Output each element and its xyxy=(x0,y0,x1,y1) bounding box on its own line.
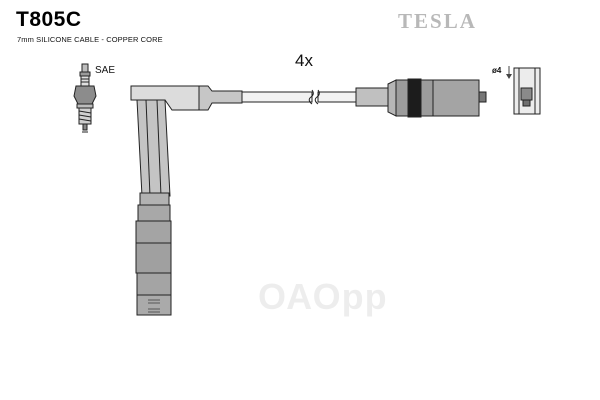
plug-standard-label: SAE xyxy=(95,65,116,76)
brand-logo: TESLA xyxy=(398,9,477,33)
terminal-detail xyxy=(506,66,541,115)
spark-plug-icon xyxy=(73,63,97,133)
watermark: ОАОрр xyxy=(258,276,388,317)
ignition-cable xyxy=(198,85,357,111)
terminal-diameter-label: ø4 xyxy=(492,66,502,75)
spark-plug-boot xyxy=(130,85,200,316)
cable-description: 7mm SILICONE CABLE - COPPER CORE xyxy=(17,35,163,44)
quantity-label: 4x xyxy=(295,51,313,70)
part-code: T805C xyxy=(16,8,82,31)
coil-connector xyxy=(355,78,487,118)
